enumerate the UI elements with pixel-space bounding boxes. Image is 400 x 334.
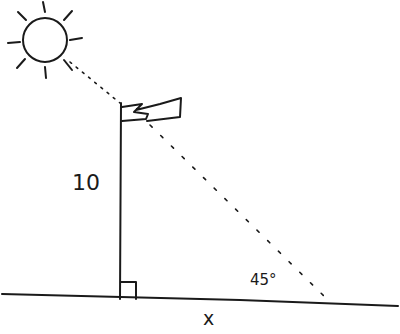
sun (23, 18, 67, 62)
sun-rays (8, 2, 82, 78)
angle-label: 45° (250, 273, 277, 288)
ground (2, 294, 398, 306)
flag (122, 98, 181, 121)
height-label: 10 (72, 172, 100, 194)
sun-ray-line (70, 62, 120, 103)
shadow-line (150, 125, 328, 300)
distance-label: x (203, 309, 214, 328)
flagpole (120, 103, 121, 299)
right-angle-mark (121, 282, 136, 299)
